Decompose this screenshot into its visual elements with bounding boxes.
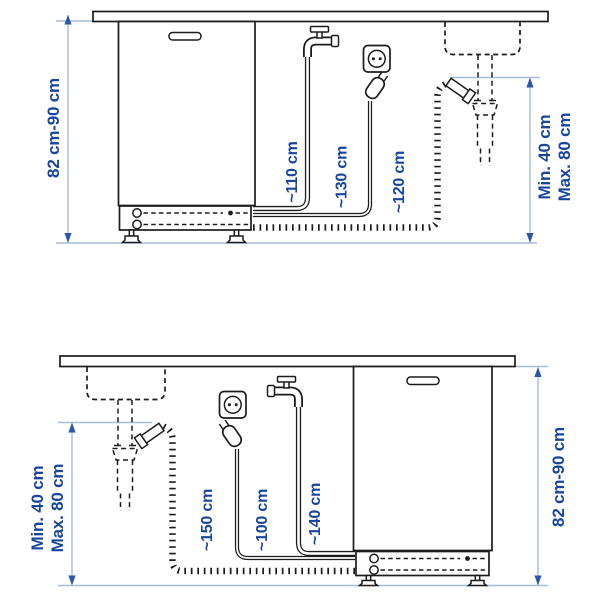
power-cord-label: ~100 cm [254, 489, 271, 551]
adjustable-foot [120, 229, 143, 244]
plug-icon [218, 419, 243, 448]
drain-hose-end [444, 77, 477, 105]
dishwasher-handle [406, 376, 440, 386]
hose-connection-port [369, 565, 379, 575]
power-cord [253, 101, 373, 218]
arrow-down-icon [68, 575, 76, 586]
drain-min-label: Min. 40 cm [28, 465, 47, 550]
sink [86, 367, 166, 401]
drain-hose-label: ~120 cm [391, 151, 408, 213]
countertop [59, 355, 516, 368]
cabinet-height-label: 82 cm-90 cm [44, 78, 63, 178]
routing-dot [228, 210, 233, 216]
sink [444, 22, 521, 56]
cabinet-height-label: 82 cm-90 cm [549, 427, 568, 527]
sink-drain-pipe [471, 55, 499, 166]
countertop [92, 10, 549, 23]
arrow-up-icon [64, 14, 72, 25]
bottom-diagram: 82 cm-90 cm Min. 40 cm Max. 80 cm ~150 c… [28, 355, 568, 587]
arrow-up-icon [534, 367, 542, 377]
power-cord-label: ~130 cm [334, 146, 351, 208]
dishwasher-base [355, 550, 490, 577]
faucet-icon [303, 25, 340, 57]
hose-connection-port [132, 208, 142, 218]
dimension-drain-height: Min. 40 cm Max. 80 cm [526, 77, 574, 243]
drain-hose-end [133, 422, 166, 450]
adjustable-foot [225, 229, 248, 244]
plug-icon [364, 71, 389, 100]
outlet-icon [218, 390, 247, 419]
supply-hose-label: ~140 cm [307, 483, 324, 545]
arrow-up-icon [526, 77, 534, 88]
drain-max-label: Max. 80 cm [48, 464, 67, 553]
dimension-drain-height: Min. 40 cm Max. 80 cm [28, 422, 76, 586]
drain-min-label: Min. 40 cm [535, 114, 554, 199]
dimension-cabinet-height: 82 cm-90 cm [44, 14, 72, 243]
arrow-down-icon [64, 233, 72, 243]
dishwasher-handle [168, 31, 202, 41]
sink-drain-pipe [111, 400, 139, 511]
routing-dot [465, 556, 470, 561]
adjustable-foot [357, 574, 380, 587]
top-diagram: 82 cm-90 cm Min. 40 cm Max. 80 cm ~110 c… [44, 10, 574, 244]
drain-hose [159, 422, 355, 575]
dimension-cabinet-height: 82 cm-90 cm [534, 367, 568, 586]
hose-connection-port [132, 219, 142, 230]
supply-hose-label: ~110 cm [284, 141, 301, 202]
faucet-icon [266, 375, 303, 407]
drain-hose-label: ~150 cm [199, 489, 216, 551]
drain-max-label: Max. 80 cm [555, 113, 574, 202]
arrow-up-icon [68, 422, 76, 433]
adjustable-foot [466, 574, 489, 587]
dishwasher-door [117, 20, 256, 207]
hose-connection-port [369, 553, 379, 564]
arrow-down-icon [534, 575, 542, 586]
drain-hose [253, 79, 451, 231]
outlet-icon [362, 44, 391, 73]
arrow-down-icon [526, 233, 534, 243]
dishwasher-door [352, 365, 493, 552]
